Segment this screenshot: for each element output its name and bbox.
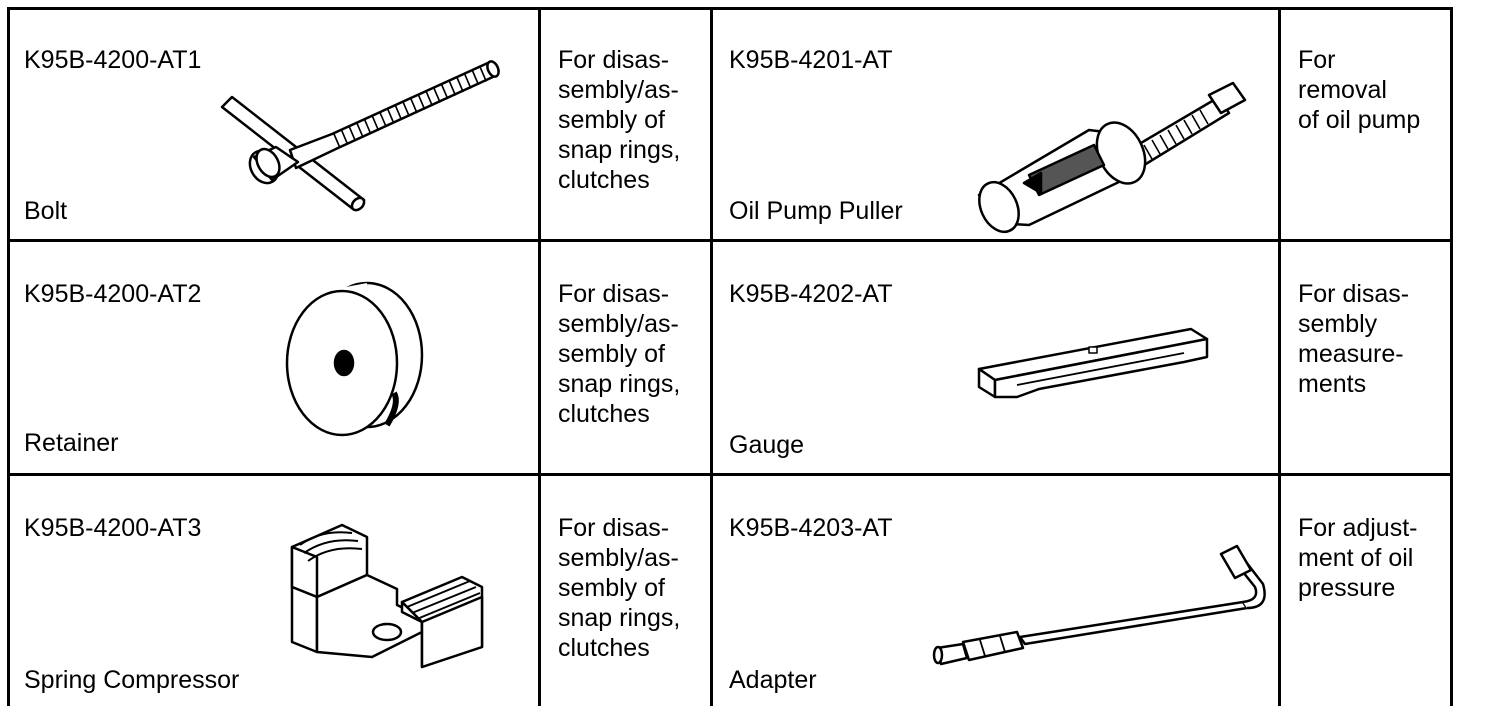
tool-name: Retainer bbox=[24, 429, 119, 457]
tool-name: Oil Pump Puller bbox=[729, 197, 903, 225]
part-number: K95B-4200-AT3 bbox=[24, 514, 202, 542]
gauge-icon bbox=[977, 327, 1209, 399]
table-border-right bbox=[1450, 7, 1453, 706]
tool-purpose: For disas- sembly/as- sembly of snap rin… bbox=[558, 280, 681, 428]
part-number: K95B-4200-AT2 bbox=[24, 280, 202, 308]
adapter-icon bbox=[932, 544, 1266, 666]
column-divider bbox=[710, 7, 713, 706]
column-divider bbox=[1278, 7, 1281, 706]
part-number: K95B-4200-AT1 bbox=[24, 46, 202, 74]
part-number: K95B-4203-AT bbox=[729, 514, 893, 542]
part-number: K95B-4202-AT bbox=[729, 280, 893, 308]
row-divider bbox=[7, 239, 1453, 242]
tool-name: Bolt bbox=[24, 197, 68, 225]
bolt-icon bbox=[220, 60, 500, 212]
tool-purpose: For disas- sembly/as- sembly of snap rin… bbox=[558, 46, 681, 194]
part-number: K95B-4201-AT bbox=[729, 46, 893, 74]
table-border-top bbox=[7, 7, 1453, 10]
tool-purpose: For disas- sembly measure- ments bbox=[1298, 280, 1410, 398]
tool-name: Gauge bbox=[729, 431, 805, 459]
column-divider bbox=[538, 7, 541, 706]
row-divider bbox=[7, 473, 1453, 476]
table-border-left bbox=[7, 7, 10, 706]
tool-purpose: For adjust- ment of oil pressure bbox=[1298, 514, 1418, 602]
spring-compressor-icon bbox=[290, 523, 484, 669]
tool-purpose: For removal of oil pump bbox=[1298, 46, 1421, 134]
tool-name: Spring Compressor bbox=[24, 666, 240, 694]
tool-purpose: For disas- sembly/as- sembly of snap rin… bbox=[558, 514, 681, 662]
tool-name: Adapter bbox=[729, 666, 817, 694]
special-tools-table: K95B-4200-AT1 Bolt For disas- sembly/as-… bbox=[7, 7, 1453, 706]
oil-pump-puller-icon bbox=[977, 81, 1247, 234]
retainer-icon bbox=[285, 281, 424, 437]
